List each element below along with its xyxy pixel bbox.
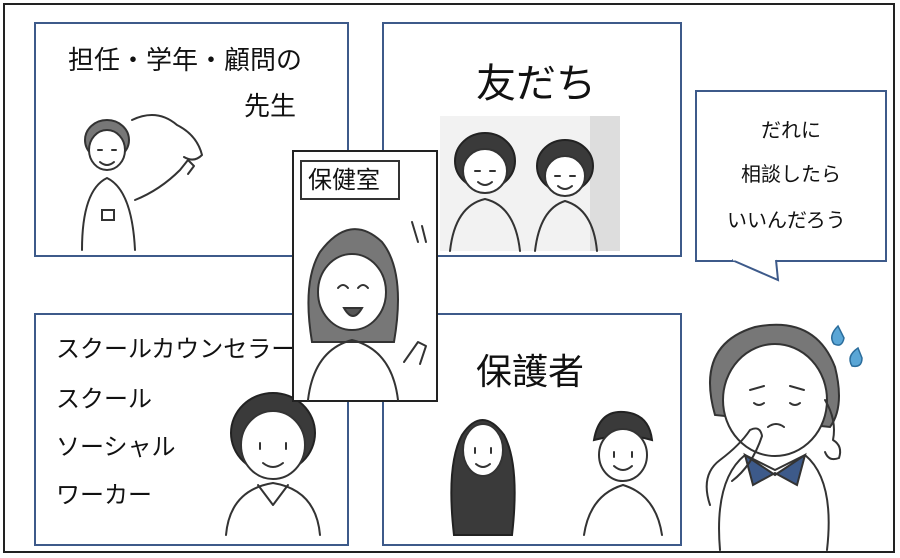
counselors-label-line2: スクール bbox=[56, 385, 152, 413]
speech-bubble-tail bbox=[731, 257, 780, 282]
teachers-label-line2: 先生 bbox=[244, 92, 297, 122]
nurse-illustration bbox=[307, 221, 427, 401]
speech-bubble: だれに 相談したら いいんだろう bbox=[695, 90, 887, 262]
teacher-illustration bbox=[81, 114, 203, 251]
worried-student-illustration bbox=[705, 323, 842, 551]
friends-illustration bbox=[440, 116, 620, 252]
nurse-office-sign: 保健室 bbox=[300, 160, 400, 200]
speech-line2: 相談したら bbox=[741, 162, 841, 186]
teachers-label-line1: 担任・学年・顧問の bbox=[68, 46, 303, 76]
counselors-label-line1: スクールカウンセラー bbox=[56, 335, 296, 363]
counselor-illustration bbox=[225, 392, 321, 536]
counselors-label-line3: ソーシャル bbox=[56, 433, 176, 461]
sweat-drops-icon bbox=[831, 324, 863, 368]
speech-line1: だれに bbox=[761, 118, 821, 142]
nurse-office-label: 保健室 bbox=[308, 166, 380, 194]
parents-illustration bbox=[450, 410, 663, 536]
nurse-office-card: 保健室 bbox=[292, 150, 438, 402]
counselors-label-line4: ワーカー bbox=[56, 481, 152, 509]
speech-line3: いいんだろう bbox=[727, 208, 846, 232]
outer-frame bbox=[3, 3, 895, 553]
friends-label: 友だち bbox=[476, 61, 596, 107]
parents-label: 保護者 bbox=[476, 352, 585, 393]
